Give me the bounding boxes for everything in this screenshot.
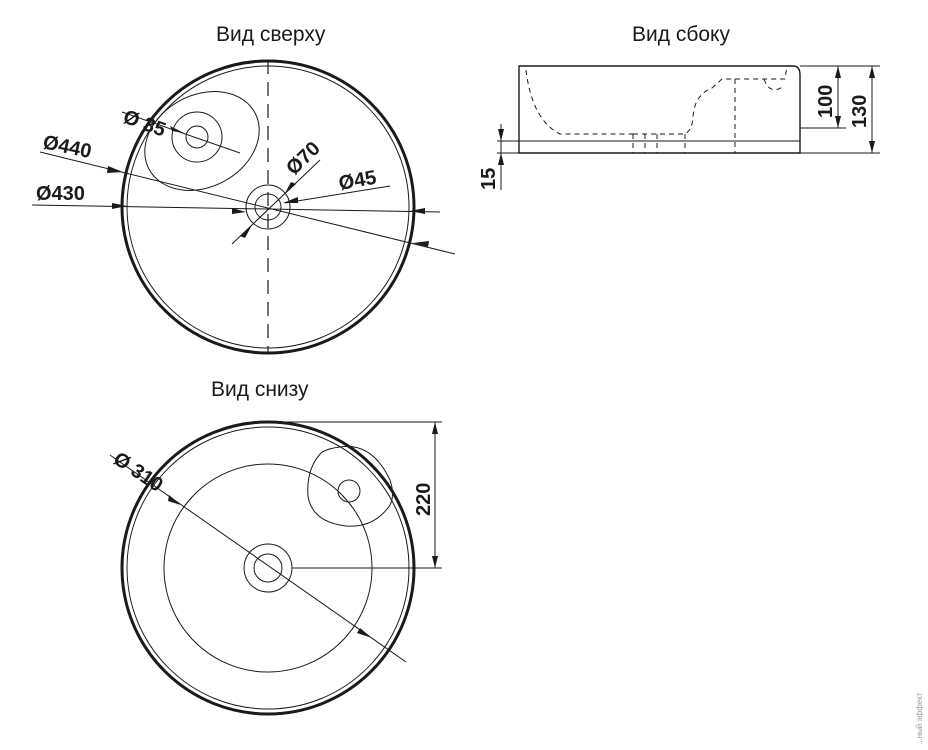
arrow-d70-up — [284, 182, 296, 195]
side-body-outline — [518, 65, 801, 154]
side-bowl-contour — [525, 69, 633, 135]
dim-label-d35: Ø 35 — [120, 106, 168, 142]
tap-hole-outer — [171, 111, 223, 163]
arrow-d35 — [170, 126, 184, 133]
arrow-h130-top — [869, 66, 875, 78]
arrow-h100-top — [835, 66, 841, 78]
dim-line-d310 — [109, 454, 407, 663]
arrow-d440-left — [107, 166, 123, 173]
dim-label-d440: Ø440 — [41, 131, 93, 163]
arrow-d45-left — [232, 208, 246, 214]
bottom-drain-inner — [253, 553, 283, 583]
side-view-title: Вид сбоку — [632, 23, 730, 46]
dim-label-d430: Ø430 — [36, 183, 85, 205]
dim-label-d70: Ø70 — [282, 138, 324, 180]
side-view: Вид сбоку 100 130 15 — [478, 23, 880, 190]
top-drain-outer — [245, 184, 291, 230]
dim-label-d45: Ø45 — [337, 167, 378, 195]
arrow-h15-top — [498, 129, 504, 141]
side-tap-hole — [763, 78, 785, 91]
arrow-h220-bottom — [432, 556, 438, 568]
bottom-view: Вид снизу Ø 310 220 — [109, 378, 442, 716]
arrow-d45 — [283, 197, 298, 203]
arrow-d440-right — [413, 241, 429, 247]
arrow-h130-bottom — [869, 141, 875, 153]
side-tap-contour — [633, 65, 788, 135]
arrow-d430-left — [112, 203, 127, 209]
arrow-h15-bottom — [498, 153, 504, 165]
bottom-tap-hole — [337, 479, 361, 503]
top-drain-inner — [254, 193, 282, 221]
dim-label-h15: 15 — [478, 168, 500, 190]
dim-line-d45 — [284, 185, 391, 204]
top-view: Вид сверху Ø 35 Ø440 Ø430 Ø70 — [31, 23, 456, 355]
bottom-tap-boss — [307, 445, 394, 527]
dim-line-d440 — [39, 151, 456, 255]
watermark: ...ный эффект — [915, 692, 924, 745]
dim-label-h220: 220 — [413, 483, 435, 516]
dim-label-h130: 130 — [849, 95, 871, 128]
dim-label-h100: 100 — [815, 85, 837, 118]
arrow-d430-right — [410, 208, 425, 214]
bottom-view-title: Вид снизу — [211, 378, 309, 401]
arrow-h100-bottom — [835, 116, 841, 128]
bottom-drain-outer — [243, 543, 293, 593]
arrow-h220-top — [432, 422, 438, 434]
arrow-d310-bottom — [357, 628, 372, 638]
dim-line-d430 — [31, 204, 441, 213]
top-view-title: Вид сверху — [216, 23, 326, 46]
tap-platform — [144, 91, 260, 191]
dim-label-d310: Ø 310 — [109, 448, 166, 497]
arrow-d310-top — [168, 495, 181, 505]
tap-hole-inner — [185, 125, 209, 149]
arrow-d70-down — [240, 225, 252, 238]
